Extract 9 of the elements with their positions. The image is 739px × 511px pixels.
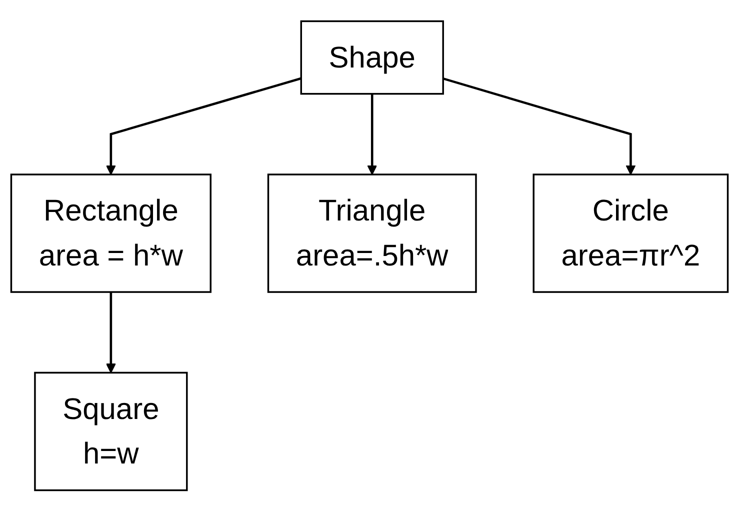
node-box: Shape xyxy=(300,20,444,94)
arrow xyxy=(106,292,116,373)
node-box: Rectangle area = h*w xyxy=(10,173,212,293)
arrow xyxy=(367,94,378,175)
node-box: Square h=w xyxy=(34,372,188,491)
arrow xyxy=(106,77,302,175)
node-box: Triangle area=.5h*w xyxy=(267,173,477,293)
node-box: Circle area=πr^2 xyxy=(532,173,729,293)
arrow xyxy=(442,77,636,175)
